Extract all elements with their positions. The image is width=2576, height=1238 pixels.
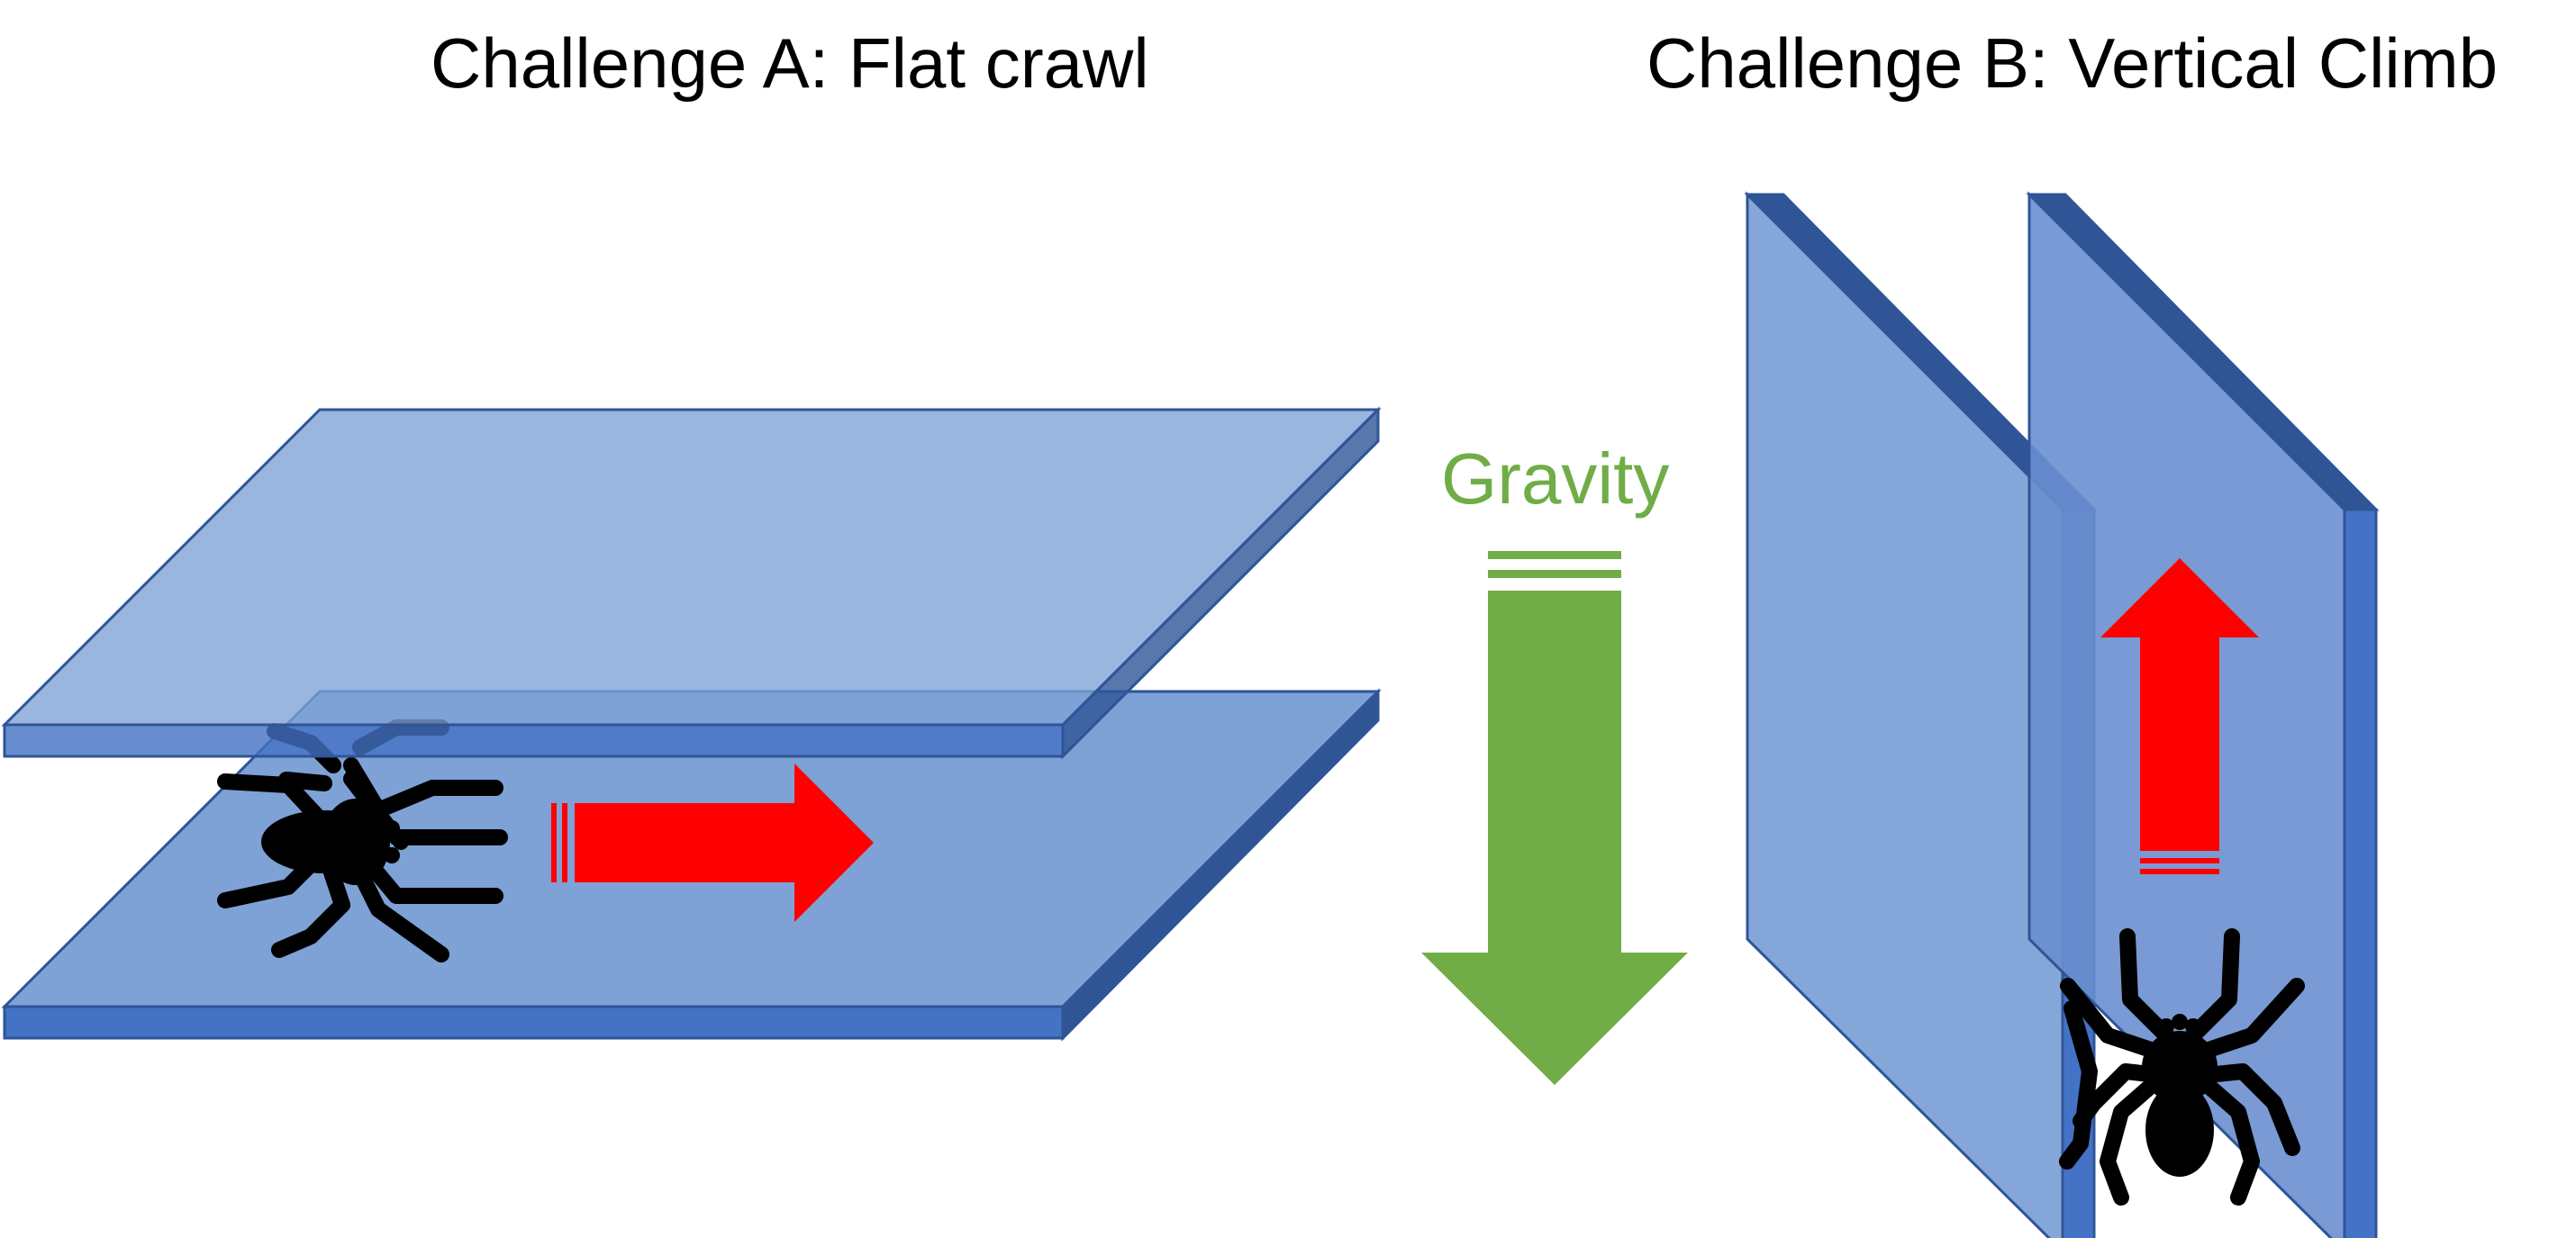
challenge-a-title: Challenge A: Flat crawl (431, 23, 1149, 103)
spider-icon-b (2059, 928, 2305, 1206)
top-plate (1, 406, 1382, 760)
arrow-up-icon (2100, 558, 2259, 874)
arrow-right-icon (551, 764, 874, 922)
arrow-down-icon (1421, 551, 1688, 1085)
gravity-label: Gravity (1441, 438, 1670, 519)
challenge-b-title: Challenge B: Vertical Climb (1646, 23, 2499, 103)
